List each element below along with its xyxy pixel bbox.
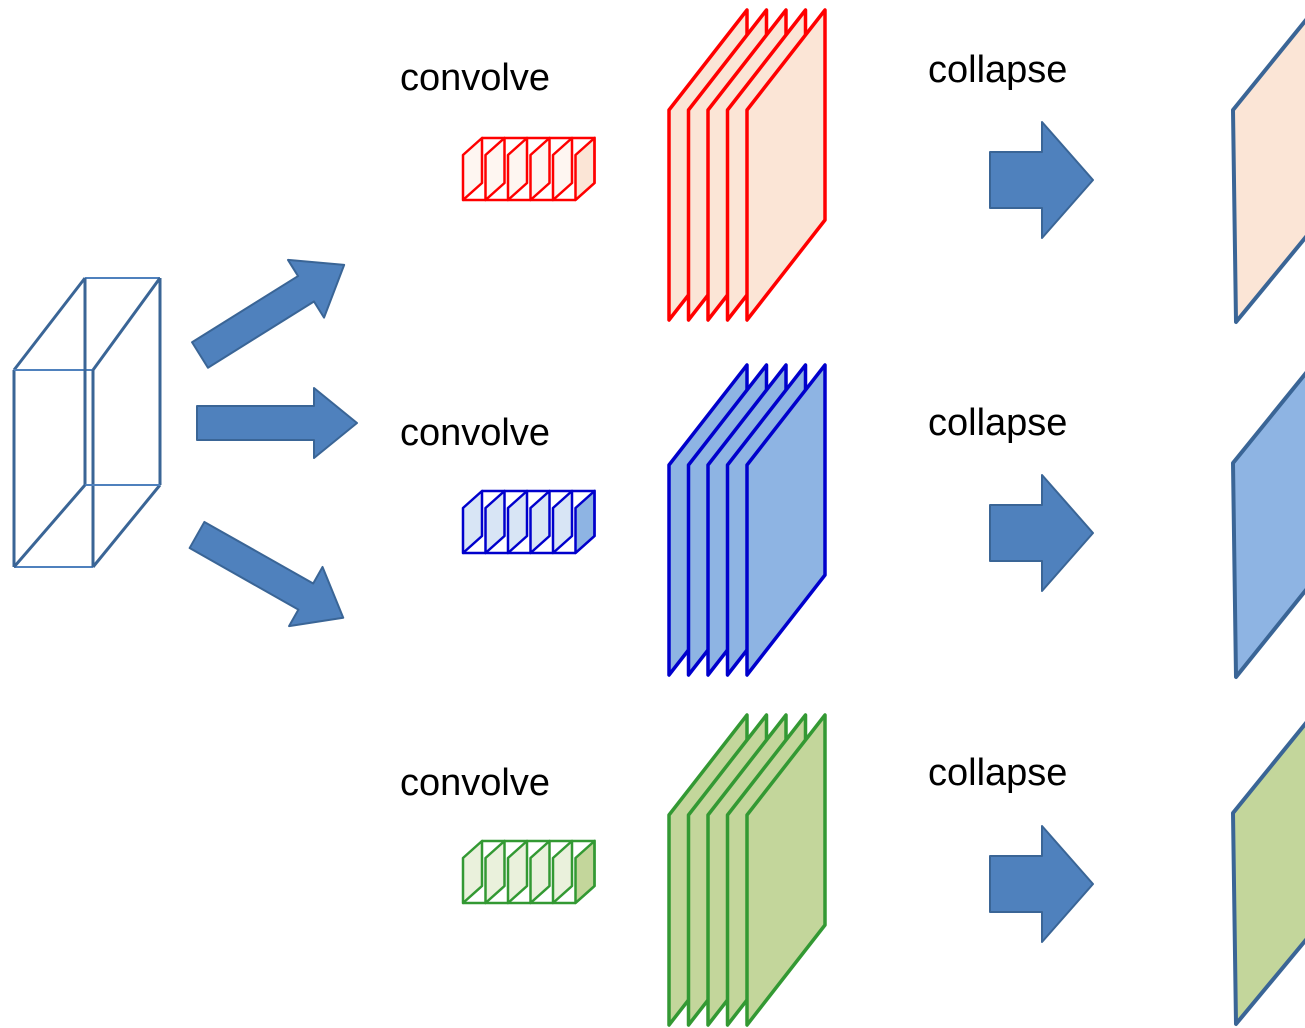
filter-slab	[461, 489, 484, 555]
filter-slab	[506, 136, 529, 202]
convolve-label-row1: convolve	[400, 57, 550, 99]
output-plane-row3	[1231, 720, 1305, 1026]
filter-slab	[551, 489, 574, 555]
filter-slab	[529, 489, 551, 555]
output-plane-row1	[1231, 17, 1305, 324]
filter-slab	[551, 839, 574, 905]
filter-slab	[551, 136, 574, 202]
branch-arrow-down	[188, 520, 345, 628]
feature-map-slice	[745, 363, 827, 677]
collapse-arrow-row3	[989, 825, 1094, 943]
filter-slab	[529, 136, 551, 202]
collapse-label-row3: collapse	[928, 752, 1067, 794]
feature-map-stack-row2	[667, 363, 827, 677]
filter-slab	[484, 136, 506, 202]
filter-slab	[506, 489, 529, 555]
filter-box-outline	[482, 489, 596, 554]
feature-map-stack-row1	[667, 8, 827, 322]
filter-slab	[461, 136, 484, 202]
collapse-label-row1: collapse	[928, 49, 1067, 91]
filter-slab	[461, 839, 484, 905]
filter-slab	[529, 839, 551, 905]
output-plane-row2	[1231, 370, 1305, 679]
filter-slab	[484, 839, 506, 905]
feature-map-stack-row3	[667, 713, 827, 1027]
filter-box-outline	[482, 839, 596, 904]
branch-arrow-middle	[196, 387, 358, 459]
filter-slab	[506, 839, 529, 905]
feature-map-slice	[745, 8, 827, 322]
convolve-label-row3: convolve	[400, 762, 550, 804]
filter-bank-row2	[461, 489, 596, 555]
filter-slab	[484, 489, 506, 555]
convolve-label-row2: convolve	[400, 412, 550, 454]
input-volume-box	[12, 277, 162, 568]
collapse-arrow-row2	[989, 474, 1094, 592]
feature-map-slice	[745, 713, 827, 1027]
filter-box-outline	[482, 136, 596, 201]
collapse-arrow-row1	[989, 121, 1094, 239]
collapse-label-row2: collapse	[928, 402, 1067, 444]
branch-arrow-up	[191, 258, 346, 369]
filter-bank-row3	[461, 839, 596, 905]
filter-bank-row1	[461, 136, 596, 202]
